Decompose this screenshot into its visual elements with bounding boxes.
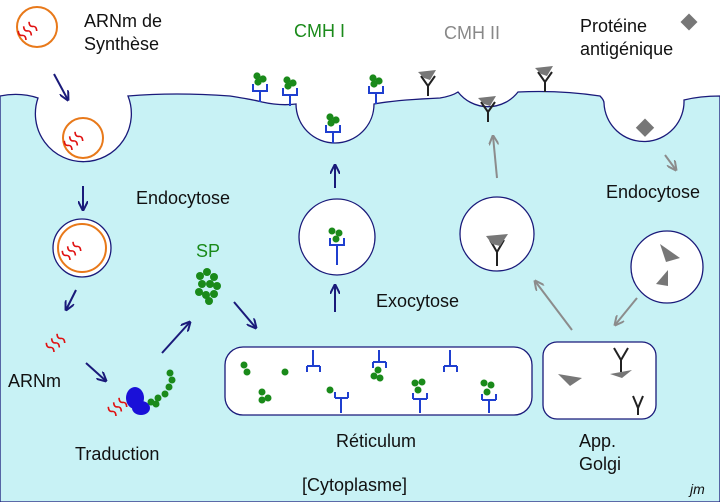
antigen-protein-icon — [680, 13, 698, 31]
proteine-label-2: antigénique — [580, 39, 674, 59]
golgi-label-1: App. — [579, 431, 617, 451]
traduction-label: Traduction — [75, 444, 160, 464]
cytoplasme-label: [Cytoplasme] — [302, 475, 408, 495]
arnm-synthese-label-1: ARNm de — [84, 11, 163, 31]
arnm-synthese-label-2: Synthèse — [84, 34, 160, 54]
exocytose-label: Exocytose — [376, 291, 460, 311]
ribosome-icon — [126, 387, 150, 415]
proteine-label-1: Protéine — [580, 16, 648, 36]
antigen-endocytosed-icon — [635, 118, 655, 137]
mrna-vesicle-icon — [57, 223, 107, 273]
cmh1-label: CMH I — [294, 21, 345, 41]
endocytic-vesicle-antigen — [630, 230, 704, 304]
sp-label: SP — [196, 241, 221, 261]
vesicle-mhc2-content — [486, 234, 508, 266]
vesicle-mhc1-content — [328, 227, 345, 265]
antigen-vesicle-content — [656, 244, 680, 286]
endocytose-left-label: Endocytose — [136, 188, 231, 208]
golgi-label-2: Golgi — [579, 454, 622, 474]
endocytose-right-label: Endocytose — [606, 182, 701, 202]
signal-peptide-icon — [195, 268, 221, 305]
nascent-peptide-icon — [147, 369, 176, 408]
golgi-contents — [558, 347, 644, 415]
exocytic-vesicle-mhc2 — [459, 196, 535, 272]
cytoplasm — [0, 90, 720, 502]
reticulum-contents — [240, 350, 497, 413]
antigen-pathway-arrows — [493, 136, 676, 331]
cmh2-label: CMH II — [444, 23, 500, 43]
golgi-organelle — [542, 341, 657, 420]
pathway-arrows — [53, 73, 335, 381]
author-signature: jm — [690, 481, 705, 497]
reticulum-label: Réticulum — [336, 431, 417, 451]
mrna-liposome-icon — [16, 6, 58, 48]
arnm-label: ARNm — [8, 371, 61, 391]
mrna-endosome-icon — [62, 117, 104, 159]
